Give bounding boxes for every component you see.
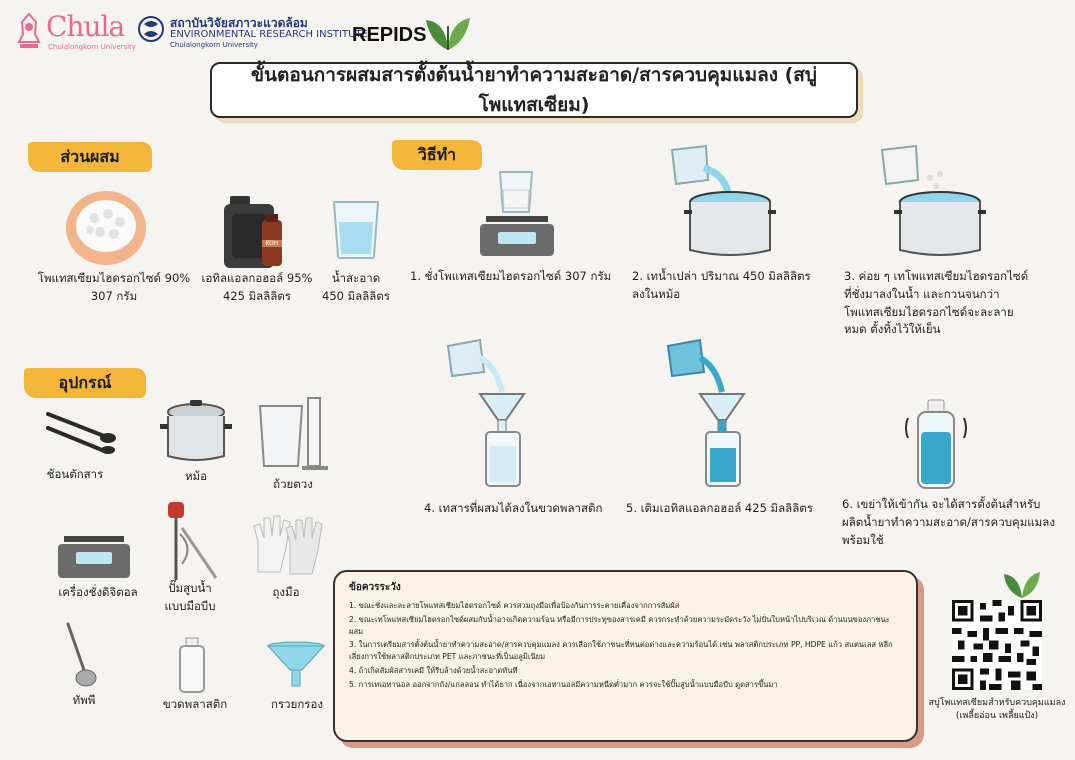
step3-pour-koh-pot-icon — [876, 144, 986, 260]
ingredient-koh-amount: 307 กรัม — [90, 288, 138, 303]
step-4-line: 4. เทสารที่ผสมได้ลงในขวดพลาสติก — [424, 501, 603, 515]
ingredient-ethanol-amount: 425 มิลลิลิตร — [223, 288, 291, 303]
step-6-line: 6. เขย่าให้เข้ากัน จะได้สารตั้งต้นสำหรับ — [842, 497, 1041, 511]
equipment-bottle-label: ขวดพลาสติก — [150, 696, 240, 714]
ingredient-water: น้ำสะอาด 450 มิลลิลิตร — [316, 270, 396, 306]
equipment-scale-label: เครื่องชั่งดิจิตอล — [40, 584, 156, 602]
equipment-funnel-label: กรวยกรอง — [252, 696, 342, 714]
leaf-small-icon — [1000, 570, 1044, 600]
chula-logo-text: Chula — [46, 10, 125, 43]
step-2-line: ลงในหม้อ — [632, 286, 681, 301]
repids-logo-text: REPIDS — [352, 24, 427, 46]
section-ribbon-ingredients: ส่วนผสม — [28, 142, 152, 172]
digital-scale-icon — [58, 534, 130, 580]
equipment-label-line: ขวดพลาสติก — [162, 697, 228, 711]
step-2-text: 2. เทน้ำเปล่า ปริมาณ 450 มิลลิลิตร ลงในห… — [632, 268, 832, 304]
measuring-cup-icon — [256, 396, 336, 472]
ingredient-ethanol-name: เอทิลแอลกอฮอล์ 95% — [201, 271, 313, 285]
ingredient-water-name: น้ำสะอาด — [331, 271, 381, 285]
warning-item: 1. ขณะชั่งและละลายโพแทสเซียมไฮดรอกไซด์ ค… — [349, 601, 680, 610]
eri-name-thai: สถาบันวิจัยสภาวะแวดล้อม — [170, 16, 308, 30]
warning-item: 4. ถ้าเกิดสัมผัสสารเคมี ให้รีบล้างด้วยน้… — [349, 665, 518, 675]
step-4-text: 4. เทสารที่ผสมได้ลงในขวดพลาสติก — [424, 500, 634, 518]
equipment-label-line: เครื่องชั่งดิจิตอล — [58, 585, 138, 599]
equipment-spatula-label: ช้อนตักสาร — [30, 466, 120, 484]
equipment-gloves-label: ถุงมือ — [246, 584, 326, 602]
page-title: ขั้นตอนการผสมสารตั้งต้นน้ำยาทำความสะอาด/… — [210, 62, 858, 118]
step-3-line: หมด ตั้งทิ้งไว้ให้เย็น — [844, 322, 941, 337]
step-2-line: 2. เทน้ำเปล่า ปริมาณ 450 มิลลิลิตร — [632, 269, 811, 283]
equipment-label-line: ปั๊มสูบน้ำ — [168, 581, 212, 595]
equipment-label-line: ถุงมือ — [272, 585, 300, 599]
qr-caption-line: (เพลี้ยอ่อน เพลี้ยแป้ง) — [955, 710, 1039, 721]
section-ribbon-method: วิธีทำ — [392, 140, 482, 170]
pot-icon — [160, 398, 232, 464]
step1-digital-scale-icon — [478, 168, 556, 260]
funnel-icon — [266, 640, 326, 688]
hand-pump-icon — [160, 498, 224, 584]
step-1-line: 1. ชั่งโพแทสเซียมไฮดรอกไซด์ 307 กรัม — [410, 269, 612, 283]
step-3-line: โพแทสเซียมไฮดรอกไซด์จะละลาย — [844, 304, 1014, 319]
step2-pour-water-pot-icon — [666, 144, 776, 260]
chula-logo-subtext: Chulalongkorn University — [48, 43, 136, 51]
step-3-line: ที่ชั่งมาลงในน้ำ และกวนจนกว่า — [844, 286, 1000, 301]
step-6-text: 6. เขย่าให้เข้ากัน จะได้สารตั้งต้นสำหรับ… — [842, 496, 1067, 549]
eri-subtext: Chulalongkorn University — [170, 41, 258, 49]
qr-code[interactable] — [952, 600, 1042, 690]
ethanol-jerrycan-icon: KOH — [222, 190, 286, 270]
leaf-logo-icon — [426, 18, 470, 50]
step-6-line: ผลิตน้ำยาทำความสะอาด/สารควบคุมแมลง — [842, 514, 1055, 529]
warnings-title: ข้อควรระวัง — [349, 582, 401, 593]
equipment-measuring-cup-label: ถ้วยตวง — [248, 476, 338, 494]
step-3-line: 3. ค่อย ๆ เทโพแทสเซียมไฮดรอกไซด์ — [844, 269, 1029, 283]
equipment-hand-pump-label: ปั๊มสูบน้ำ แบบมือบีบ — [150, 580, 230, 616]
qr-caption: สบู่โพแทสเซียมสำหรับควบคุมแมลง (เพลี้ยอ่… — [918, 697, 1075, 722]
eri-name-english: ENVIRONMENTAL RESEARCH INSTITUTE — [170, 29, 368, 40]
spatula-icon — [44, 404, 120, 454]
plastic-bottle-icon — [176, 636, 208, 694]
step5-add-ethanol-bottle-icon — [664, 336, 760, 488]
ingredient-water-amount: 450 มิลลิลิตร — [322, 288, 390, 303]
koh-pellets-icon — [64, 186, 148, 266]
step4-funnel-bottle-icon — [444, 336, 540, 488]
equipment-label-line: ถ้วยตวง — [273, 477, 313, 491]
gloves-icon — [250, 512, 328, 578]
ingredient-koh: โพแทสเซียมไฮดรอกไซด์ 90% 307 กรัม — [30, 270, 198, 306]
koh-bottle-label: KOH — [262, 240, 282, 247]
warning-item: 2. ขณะเทโพแทสเซียมไฮดรอกไซด์ผสมกับน้ำอาจ… — [349, 614, 890, 636]
equipment-label-line: กรวยกรอง — [271, 697, 323, 711]
step-5-text: 5. เติมเอทิลแอลกอฮอล์ 425 มิลลิลิตร — [626, 500, 836, 518]
step-1-text: 1. ชั่งโพแทสเซียมไฮดรอกไซด์ 307 กรัม — [410, 268, 635, 286]
step6-shake-bottle-icon — [904, 398, 970, 490]
equipment-label-line: ทัพพี — [72, 693, 96, 707]
qr-caption-line: สบู่โพแทสเซียมสำหรับควบคุมแมลง — [928, 698, 1066, 708]
ladle-icon — [62, 620, 102, 690]
step-3-text: 3. ค่อย ๆ เทโพแทสเซียมไฮดรอกไซด์ ที่ชั่ง… — [844, 268, 1059, 339]
ingredient-koh-name: โพแทสเซียมไฮดรอกไซด์ 90% — [37, 271, 191, 285]
equipment-label-line: หม้อ — [184, 469, 208, 483]
ingredient-ethanol: เอทิลแอลกอฮอล์ 95% 425 มิลลิลิตร — [198, 270, 316, 306]
water-beaker-icon — [330, 198, 382, 260]
equipment-pot-label: หม้อ — [160, 468, 232, 486]
section-ribbon-equipment: อุปกรณ์ — [24, 368, 146, 398]
equipment-label-line: แบบมือบีบ — [164, 598, 216, 613]
warning-item: 5. การเทเอทานอล ออกจากถัง/แกลลอน ทำได้ยา… — [349, 679, 778, 689]
equipment-label-line: ช้อนตักสาร — [46, 467, 104, 481]
eri-emblem-icon — [138, 16, 164, 42]
step-5-line: 5. เติมเอทิลแอลกอฮอล์ 425 มิลลิลิตร — [626, 501, 813, 515]
warning-item: 3. ในการเตรียมสารตั้งต้นน้ำยาทำความสะอาด… — [349, 640, 893, 662]
chula-emblem-icon — [17, 12, 41, 48]
equipment-ladle-label: ทัพพี — [46, 692, 122, 710]
header-logos: Chula Chulalongkorn University สถาบันวิจ… — [10, 8, 490, 56]
warnings-box: ข้อควรระวัง 1. ขณะชั่งและละลายโพแทสเซียม… — [333, 570, 918, 742]
step-6-line: พร้อมใช้ — [842, 532, 884, 547]
